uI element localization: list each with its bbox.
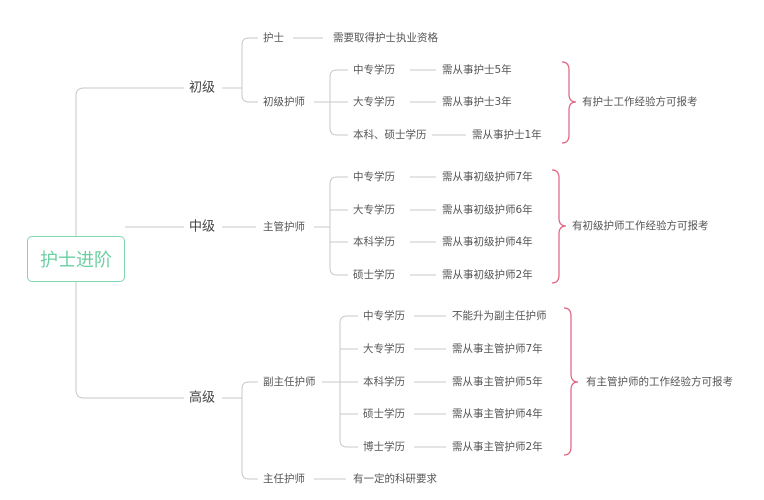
jn-req-1[interactable]: 需从事护士5年 — [442, 64, 512, 76]
chief-req[interactable]: 有一定的科研要求 — [353, 473, 437, 485]
ac-note[interactable]: 有主管护师的工作经验方可报考 — [586, 376, 733, 388]
ac-edu-1[interactable]: 中专学历 — [363, 310, 405, 322]
ac-edu-4[interactable]: 硕士学历 — [363, 408, 405, 420]
node-charge-nurse[interactable]: 主管护师 — [263, 221, 305, 233]
jn-edu-2[interactable]: 大专学历 — [353, 96, 395, 108]
brace-intermediate — [551, 169, 567, 284]
cn-edu-2[interactable]: 大专学历 — [353, 204, 395, 216]
ac-req-5[interactable]: 需从事主管护师2年 — [452, 441, 543, 453]
cn-note[interactable]: 有初级护师工作经验方可报考 — [572, 220, 709, 232]
brace-senior — [563, 307, 579, 456]
cn-edu-4[interactable]: 硕士学历 — [353, 269, 395, 281]
cn-edu-1[interactable]: 中专学历 — [353, 171, 395, 183]
senior-bracket — [238, 381, 258, 480]
brace-junior — [561, 61, 577, 144]
jn-edu-3[interactable]: 本科、硕士学历 — [353, 129, 427, 141]
ac-edu-3[interactable]: 本科学历 — [363, 376, 405, 388]
jn-edu-1[interactable]: 中专学历 — [353, 64, 395, 76]
jn-note[interactable]: 有护士工作经验方可报考 — [582, 96, 698, 108]
charge-bracket — [314, 176, 348, 276]
node-associate-chief[interactable]: 副主任护师 — [263, 376, 316, 388]
root-bottom — [75, 282, 184, 399]
ac-edu-2[interactable]: 大专学历 — [363, 343, 405, 355]
level-senior[interactable]: 高级 — [189, 390, 216, 406]
cn-req-3[interactable]: 需从事初级护师4年 — [442, 236, 533, 248]
cn-edu-3[interactable]: 本科学历 — [353, 236, 395, 248]
ac-req-4[interactable]: 需从事主管护师4年 — [452, 408, 543, 420]
root-trunk — [75, 87, 184, 236]
jn-req-2[interactable]: 需从事护士3年 — [442, 96, 512, 108]
cn-req-4[interactable]: 需从事初级护师2年 — [442, 269, 533, 281]
node-junior-nurse[interactable]: 初级护师 — [263, 96, 305, 108]
cn-req-2[interactable]: 需从事初级护师6年 — [442, 204, 533, 216]
ac-edu-5[interactable]: 博士学历 — [363, 441, 405, 453]
ac-bracket — [322, 315, 358, 448]
junior-bracket — [238, 37, 258, 103]
cn-req-1[interactable]: 需从事初级护师7年 — [442, 171, 533, 183]
jn-req-3[interactable]: 需从事护士1年 — [472, 129, 542, 141]
ac-req-2[interactable]: 需从事主管护师7年 — [452, 343, 543, 355]
node-nurse-req[interactable]: 需要取得护士执业资格 — [333, 32, 438, 44]
root-node[interactable]: 护士进阶 — [27, 236, 125, 282]
ac-req-1[interactable]: 不能升为副主任护师 — [452, 310, 547, 322]
ac-req-3[interactable]: 需从事主管护师5年 — [452, 376, 543, 388]
node-nurse[interactable]: 护士 — [263, 32, 284, 44]
node-chief[interactable]: 主任护师 — [263, 473, 305, 485]
level-junior[interactable]: 初级 — [189, 80, 216, 96]
level-intermediate[interactable]: 中级 — [189, 219, 216, 235]
junior-nurse-bracket — [314, 69, 348, 136]
